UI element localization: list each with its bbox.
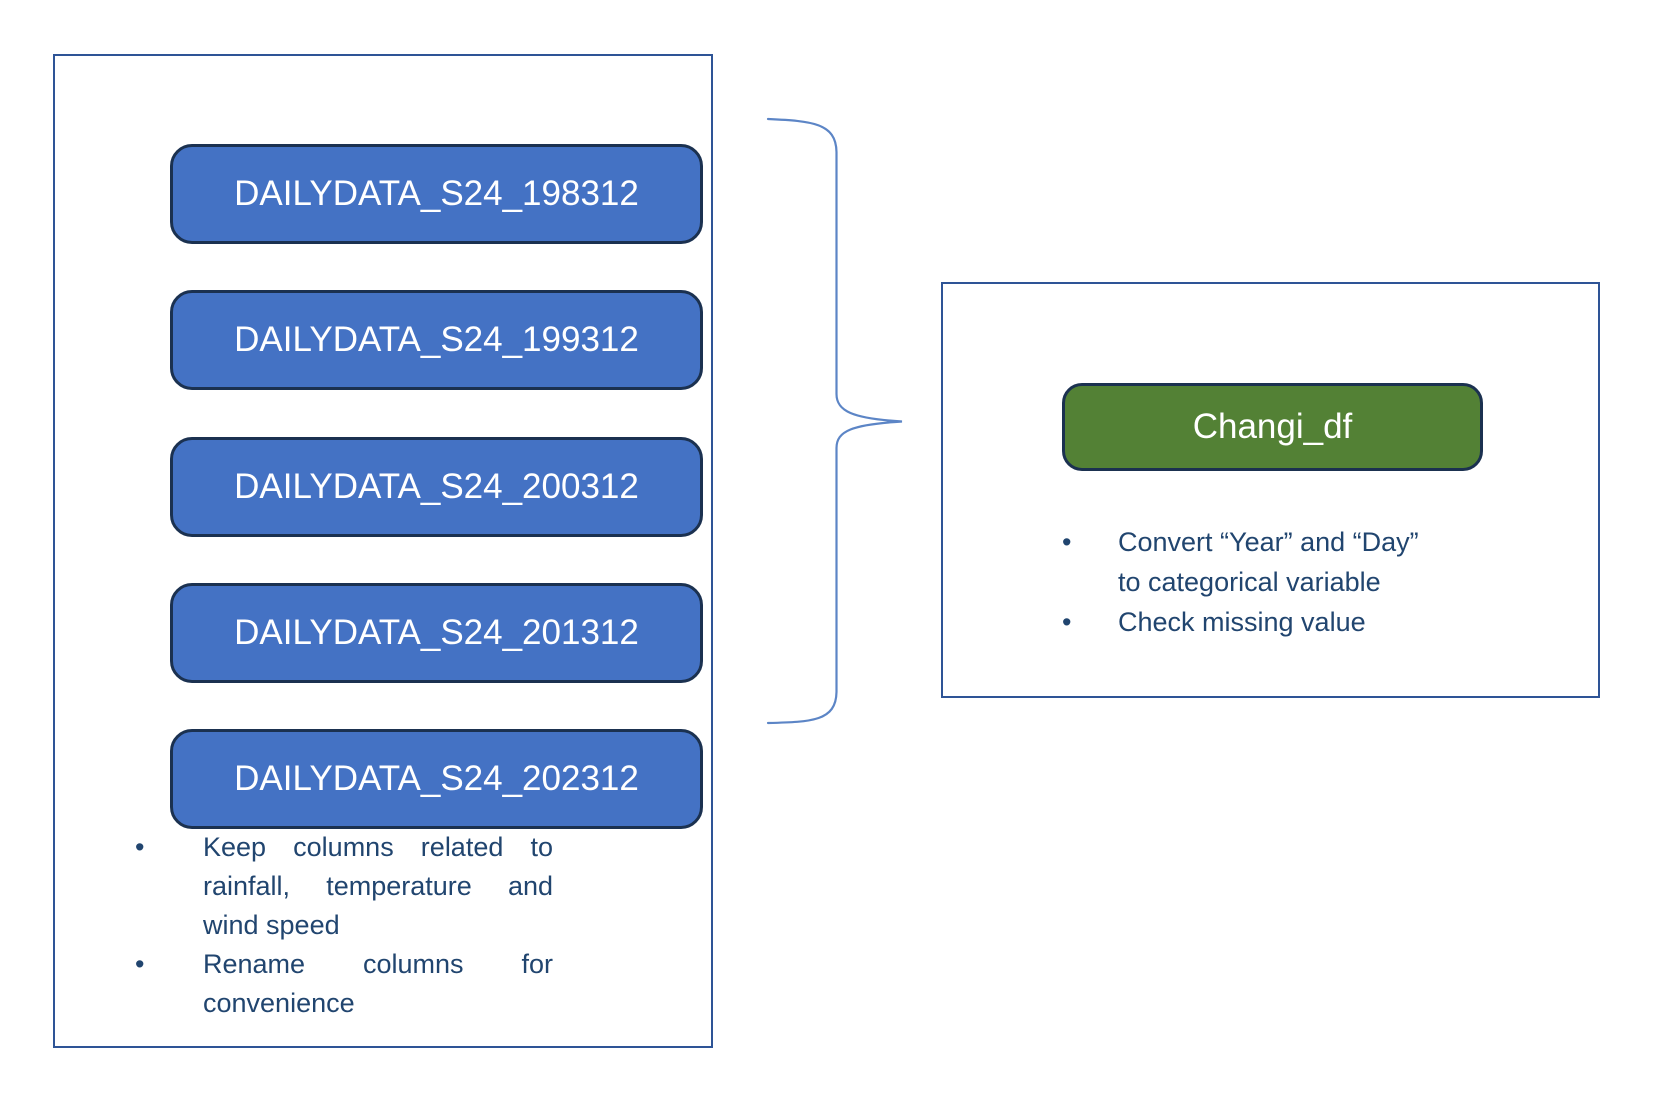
note-rename-columns: Rename columns for convenience xyxy=(203,949,553,1018)
dataset-box-2003-label: DAILYDATA_S24_200312 xyxy=(234,467,639,506)
dataset-box-1983-label: DAILYDATA_S24_198312 xyxy=(234,174,639,213)
list-item: • Rename columns for convenience xyxy=(135,945,555,1023)
dataset-box-1993: DAILYDATA_S24_199312 xyxy=(170,290,703,390)
bullet-icon: • xyxy=(1062,607,1072,637)
dataset-box-2023: DAILYDATA_S24_202312 xyxy=(170,729,703,829)
dataset-box-2023-label: DAILYDATA_S24_202312 xyxy=(234,759,639,798)
bullet-icon: • xyxy=(135,832,145,862)
right-panel xyxy=(941,282,1600,698)
bullet-icon: • xyxy=(1062,527,1072,557)
dataset-box-2013: DAILYDATA_S24_201312 xyxy=(170,583,703,683)
right-panel-notes: • Convert “Year” and “Day” to categorica… xyxy=(1062,522,1482,642)
left-panel-notes: • Keep columns related to rainfall, temp… xyxy=(135,828,555,1023)
bullet-icon: • xyxy=(135,949,145,979)
list-item: • Convert “Year” and “Day” to categorica… xyxy=(1062,522,1482,602)
note-convert-categorical: Convert “Year” and “Day” to categorical … xyxy=(1118,527,1419,597)
dataset-box-1983: DAILYDATA_S24_198312 xyxy=(170,144,703,244)
result-box-changi-df: Changi_df xyxy=(1062,383,1483,471)
curly-brace-icon xyxy=(766,117,903,725)
dataset-box-1993-label: DAILYDATA_S24_199312 xyxy=(234,320,639,359)
dataset-box-2003: DAILYDATA_S24_200312 xyxy=(170,437,703,537)
left-panel: DAILYDATA_S24_198312 DAILYDATA_S24_19931… xyxy=(53,54,713,1048)
list-item: • Keep columns related to rainfall, temp… xyxy=(135,828,555,945)
list-item: • Check missing value xyxy=(1062,602,1482,642)
dataset-box-2013-label: DAILYDATA_S24_201312 xyxy=(234,613,639,652)
result-box-label: Changi_df xyxy=(1192,407,1353,446)
note-check-missing: Check missing value xyxy=(1118,607,1366,637)
note-keep-columns: Keep columns related to rainfall, temper… xyxy=(203,832,553,940)
